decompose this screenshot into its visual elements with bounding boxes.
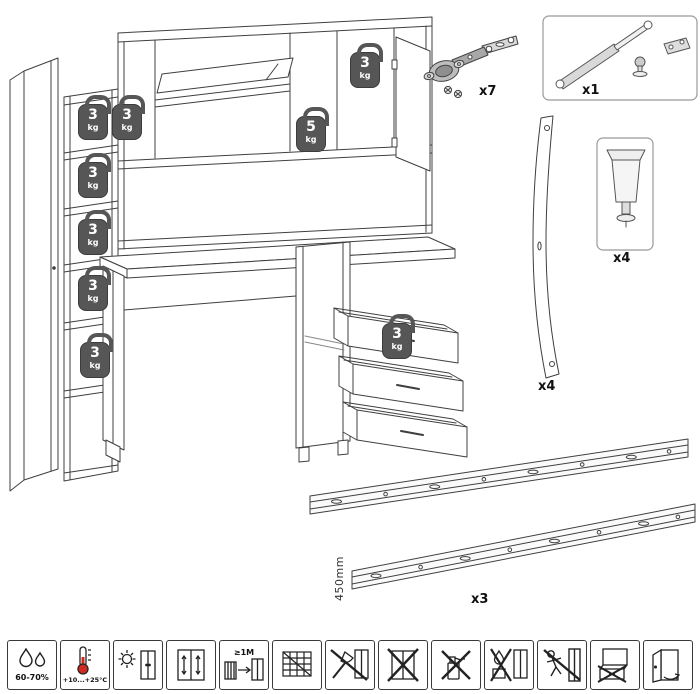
spray-bottle-x-icon <box>441 649 471 680</box>
drawer <box>338 355 464 412</box>
no-solvents-icon <box>378 640 428 690</box>
drawer-slide-length-label: 450mm <box>333 556 346 601</box>
no-sunlight-icon <box>113 640 163 690</box>
no-spray-icon <box>431 640 481 690</box>
no-wet-cleaning-icon <box>484 640 534 690</box>
person-cabinet-slash-icon <box>543 647 581 682</box>
temperature-icon: +10...+25°C <box>60 640 110 690</box>
lift-flap <box>156 57 294 94</box>
no-sharp-tools-icon <box>325 640 375 690</box>
leg-part <box>596 137 654 251</box>
heat-distance-icon: ≥1M <box>219 640 269 690</box>
gas-strut-part <box>542 15 698 101</box>
back-strip-part <box>532 115 560 379</box>
drawer-pedestal <box>295 241 351 463</box>
drawer <box>342 401 468 458</box>
open-door <box>391 36 431 172</box>
desk <box>99 236 456 463</box>
hinge-quantity: x7 <box>479 84 497 99</box>
door-adjust-icon <box>166 640 216 690</box>
thermometer-icon <box>77 646 91 675</box>
no-overload-icon <box>590 640 640 690</box>
sun-cabinet-icon <box>118 649 156 680</box>
ventilation-grid-icon <box>272 640 322 690</box>
open-drawer-x-icon <box>597 647 628 683</box>
water-drops-icon <box>19 648 46 668</box>
drawer-slides <box>309 438 696 590</box>
drop-cabinet-x-icon <box>490 647 528 682</box>
cabinet-x-icon <box>387 647 419 682</box>
wardrobe <box>9 57 59 492</box>
back-strip-quantity: x4 <box>538 379 556 394</box>
leg-quantity: x4 <box>613 251 631 266</box>
door-care-icon <box>643 640 693 690</box>
humidity-icon: 60-70% <box>7 640 57 690</box>
gas-strut-quantity: x1 <box>582 83 600 98</box>
open-door-arrow-icon <box>652 648 681 683</box>
radiator-arrow-cabinet-icon <box>224 658 264 681</box>
hinge-part <box>423 35 519 99</box>
drawer-slide-quantity: x3 <box>471 592 489 607</box>
axe-cabinet-slash-icon <box>330 648 369 681</box>
hutch <box>117 16 433 250</box>
care-icons-row: 60-70% +10...+25°C ≥1M <box>7 640 693 690</box>
no-climbing-icon <box>537 640 587 690</box>
window-grid-icon <box>282 650 312 677</box>
cabinet-doors-icon <box>177 648 205 681</box>
